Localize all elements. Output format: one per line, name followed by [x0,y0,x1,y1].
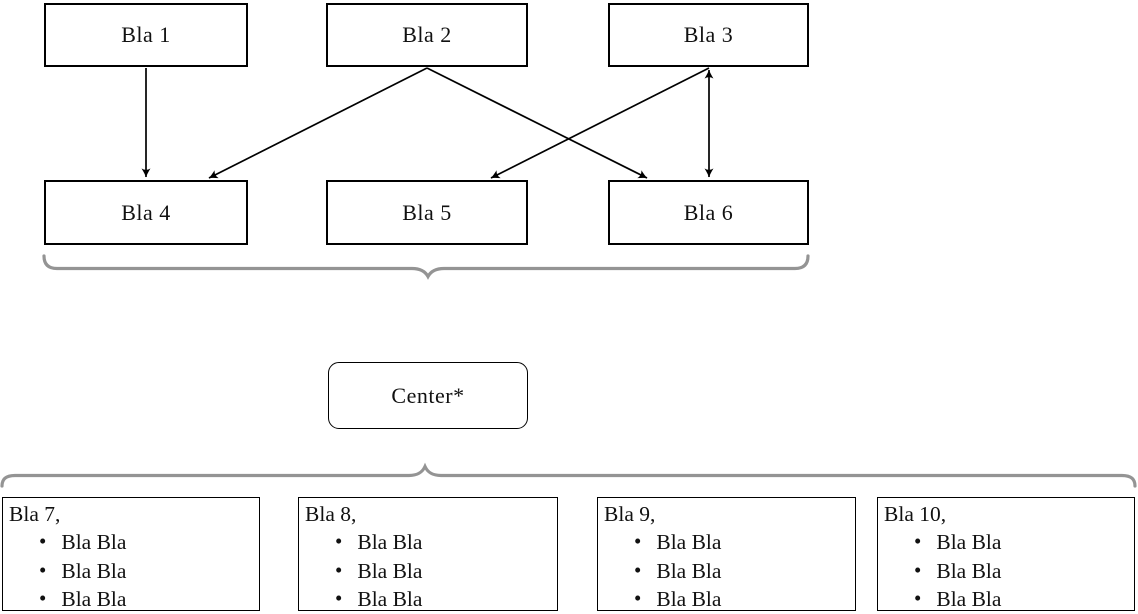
list-item-text: Bla Bla [61,558,127,583]
bullet-icon: • [914,586,922,610]
node-center-label: Center* [391,382,465,408]
bullet-icon: • [914,529,922,553]
node-bla-8-list: • Bla Bla • Bla Bla • Bla Bla [299,528,557,611]
node-bla-9-title: Bla 9, [604,502,656,526]
bullet-icon: • [634,586,642,610]
list-item: • Bla Bla [634,528,855,557]
list-item-text: Bla Bla [61,530,127,554]
node-bla-9-list: • Bla Bla • Bla Bla • Bla Bla [598,528,855,611]
brace-over-bottom-row [0,462,1137,488]
list-item: • Bla Bla [39,557,259,586]
list-item-text: Bla Bla [357,558,423,583]
edge-bla3-bla5 [490,67,710,179]
list-item: • Bla Bla [914,528,1134,557]
list-item: • Bla Bla [914,557,1134,586]
list-item-text: Bla Bla [656,530,722,554]
bullet-icon: • [914,557,922,582]
node-bla-7-title: Bla 7, [9,502,61,526]
node-bla-1-label: Bla 1 [121,22,171,47]
node-bla-3-label: Bla 3 [683,22,734,47]
list-item: • Bla Bla [335,528,557,557]
node-bla-2-label: Bla 2 [402,22,452,47]
node-bla-7-list: • Bla Bla • Bla Bla • Bla Bla [3,528,259,611]
node-bla-9: Bla 9, • Bla Bla • Bla Bla • Bla Bla [597,497,856,611]
node-bla-1: Bla 1 [44,3,248,67]
list-item: • Bla Bla [39,585,259,611]
brace-under-row-2 [42,254,810,280]
node-bla-2: Bla 2 [326,3,528,67]
node-center: Center* [328,362,528,429]
bullet-icon: • [335,529,343,553]
node-bla-6: Bla 6 [608,180,809,245]
list-item: • Bla Bla [914,585,1134,611]
node-bla-5-label: Bla 5 [402,199,452,225]
list-item-text: Bla Bla [357,530,423,554]
node-bla-6-label: Bla 6 [683,199,734,225]
bullet-icon: • [39,529,47,553]
node-bla-7: Bla 7, • Bla Bla • Bla Bla • Bla Bla [2,497,260,611]
bullet-icon: • [335,557,343,582]
bullet-icon: • [634,557,642,582]
list-item-text: Bla Bla [936,558,1002,583]
node-bla-8-title: Bla 8, [305,502,357,526]
edge-bla2-bla6 [426,67,648,179]
list-item-text: Bla Bla [357,587,423,611]
edge-bla2-bla4 [208,67,428,179]
list-item: • Bla Bla [335,557,557,586]
list-item-text: Bla Bla [936,587,1002,611]
node-bla-3: Bla 3 [608,3,809,67]
bullet-icon: • [634,529,642,553]
list-item: • Bla Bla [634,585,855,611]
node-bla-4: Bla 4 [44,180,248,245]
node-bla-10-title: Bla 10, [884,502,947,526]
node-bla-8: Bla 8, • Bla Bla • Bla Bla • Bla Bla [298,497,558,611]
list-item-text: Bla Bla [656,558,722,583]
node-bla-10: Bla 10, • Bla Bla • Bla Bla • Bla Bla [877,497,1135,611]
bullet-icon: • [335,586,343,610]
node-bla-4-label: Bla 4 [121,199,171,225]
node-bla-10-list: • Bla Bla • Bla Bla • Bla Bla [878,528,1134,611]
bullet-icon: • [39,557,47,582]
list-item: • Bla Bla [335,585,557,611]
list-item: • Bla Bla [634,557,855,586]
list-item-text: Bla Bla [656,587,722,611]
list-item: • Bla Bla [39,528,259,557]
list-item-text: Bla Bla [61,587,127,611]
node-bla-5: Bla 5 [326,180,528,245]
bullet-icon: • [39,586,47,610]
list-item-text: Bla Bla [936,530,1002,554]
